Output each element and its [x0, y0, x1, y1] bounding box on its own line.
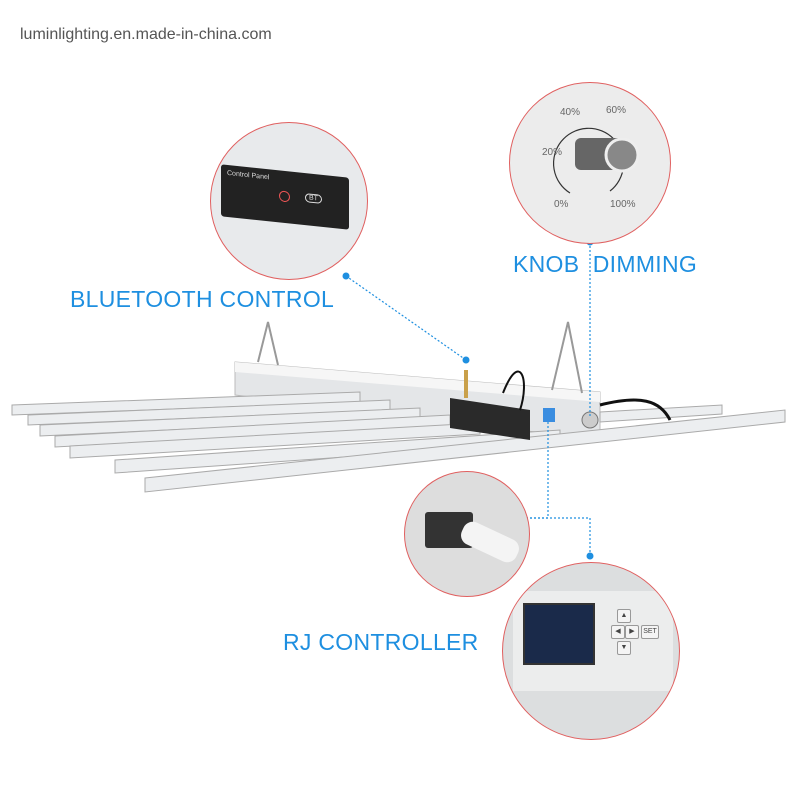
knob-dial-icon [552, 127, 640, 194]
left-key[interactable]: ◀ [611, 625, 625, 639]
controller-lcd-screen [523, 603, 595, 665]
scale-0: 0% [554, 199, 569, 210]
rj-port-detail-circle [404, 471, 530, 597]
scale-40: 40% [560, 107, 581, 118]
watermark: luminlighting.en.made-in-china.com [20, 26, 272, 43]
bluetooth-detail-circle: Control Panel BT [210, 122, 368, 280]
hanger-left [257, 321, 279, 366]
bt-badge: BT [305, 193, 322, 204]
rj-cable [457, 518, 523, 566]
scale-100: 100% [610, 199, 636, 210]
bluetooth-control-label: BLUETOOTH CONTROL [70, 286, 335, 312]
control-box [450, 398, 530, 440]
light-bars [11, 391, 786, 493]
hanger-right [551, 321, 583, 394]
panel-title: Control Panel [227, 169, 270, 182]
rj-port [543, 408, 555, 422]
rj-controller-label: RJ CONTROLLER [283, 629, 479, 655]
right-key[interactable]: ▶ [625, 625, 639, 639]
up-key[interactable]: ▲ [617, 609, 631, 623]
scale-60: 60% [606, 105, 627, 116]
bluetooth-control-panel: Control Panel BT [221, 164, 349, 230]
set-key[interactable]: SET [641, 625, 659, 639]
knob-dimming-label: KNOB DIMMING [513, 251, 698, 277]
power-button-icon [279, 190, 290, 203]
controller-detail-circle: ▲ ◀ ▶ SET ▼ [502, 562, 680, 740]
down-key[interactable]: ▼ [617, 641, 631, 655]
antenna [464, 370, 468, 398]
knob-detail-circle: 0% 20% 40% 60% 100% [509, 82, 671, 244]
scale-20: 20% [542, 147, 563, 158]
